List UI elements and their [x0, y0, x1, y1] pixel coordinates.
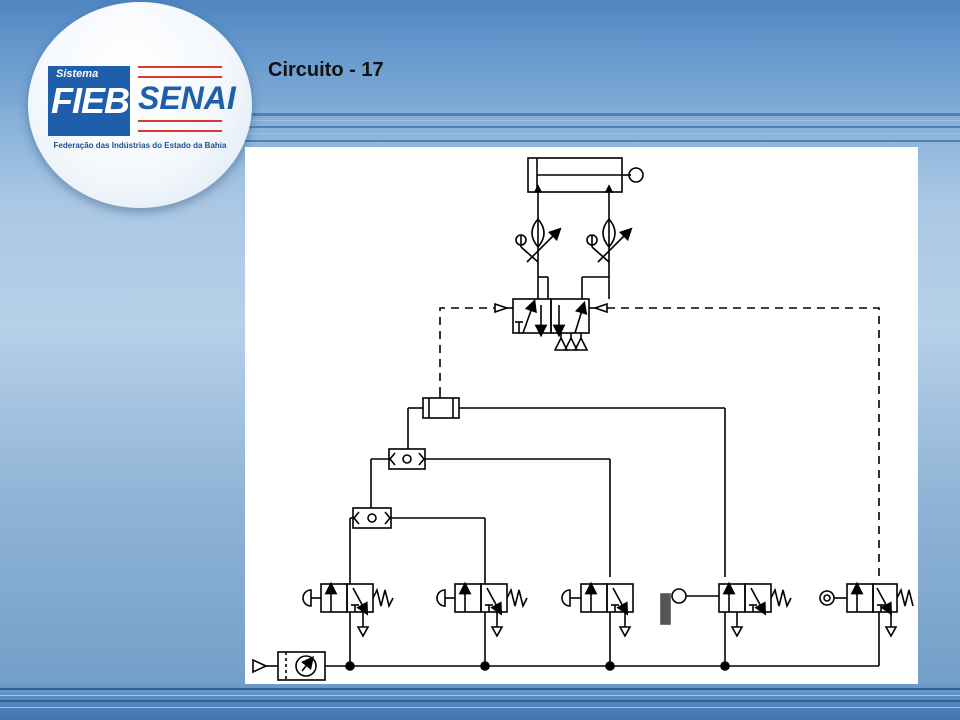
logo-senai-text: SENAI	[138, 80, 236, 116]
logo-red-line	[138, 76, 222, 78]
logo-red-line	[138, 130, 222, 132]
footer-stripe	[0, 700, 960, 702]
pushbutton-valve-1	[302, 581, 394, 666]
main-5-2-pilot-valve	[494, 298, 608, 351]
header-stripe	[200, 113, 960, 116]
logo-red-line	[138, 120, 222, 122]
roller-valve-5	[819, 581, 914, 666]
logo-box	[48, 66, 130, 136]
slide-title: Circuito - 17	[268, 59, 384, 81]
logo-federacao-text: Federação das Indústrias do Estado da Ba…	[53, 141, 227, 150]
footer-stripe	[0, 688, 960, 690]
header-stripe-thin	[200, 133, 960, 134]
flow-control-valve-left	[515, 218, 562, 263]
air-supply-filter	[252, 651, 326, 681]
or-valve-upper	[388, 448, 426, 470]
footer-stripe-light	[0, 707, 960, 708]
logo-red-line	[138, 66, 222, 68]
header-stripe-thin	[200, 120, 960, 121]
logo-fieb-text: FIEB	[51, 80, 130, 121]
header-stripe	[200, 126, 960, 128]
double-acting-cylinder	[527, 157, 644, 193]
footer-band	[0, 684, 960, 720]
and-valve	[422, 397, 460, 419]
pushbutton-valve-2	[436, 581, 528, 666]
logo-sistema-text: Sistema	[56, 68, 99, 80]
pushbutton-valve-3	[561, 581, 634, 666]
header-stripe	[200, 140, 960, 142]
roller-lever-valve-4	[660, 581, 792, 666]
circuit-diagram	[252, 157, 914, 681]
flow-control-valve-right	[586, 218, 633, 263]
footer-stripe-light	[0, 695, 960, 696]
or-valve-lower	[352, 507, 392, 529]
circuit-diagram-panel	[245, 147, 918, 686]
